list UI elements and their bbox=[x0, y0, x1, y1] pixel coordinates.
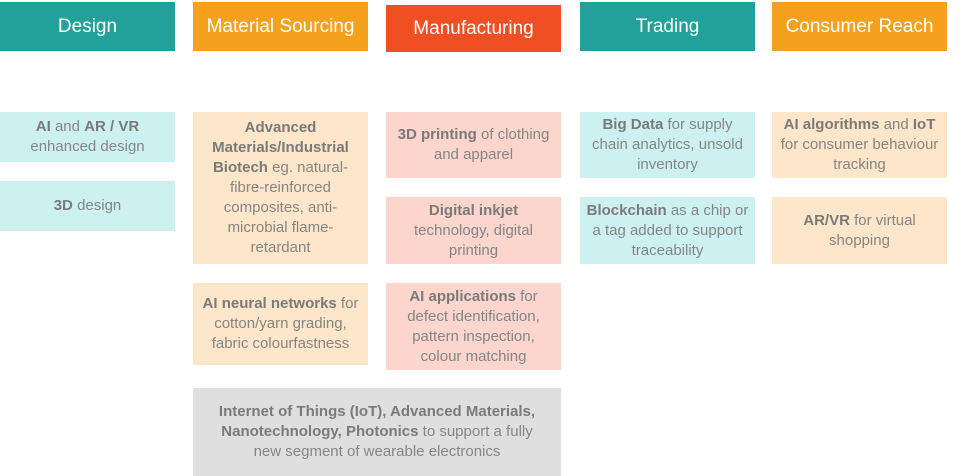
design-card-3d: 3D design bbox=[0, 181, 175, 231]
card-text: AI applications for defect identificatio… bbox=[407, 287, 540, 365]
card-text: AR/VR for virtual shopping bbox=[803, 211, 916, 249]
card-text: AI algorithms and IoT for consumer behav… bbox=[780, 116, 939, 173]
trading-card-big-data: Big Data for supply chain analytics, uns… bbox=[580, 112, 755, 178]
card-text: Advanced Materials/Industrial Biotech eg… bbox=[212, 119, 349, 256]
header-label: Trading bbox=[635, 15, 700, 37]
manufacturing-card-digital-inkjet: Digital inkjet technology, digital print… bbox=[386, 197, 561, 264]
header-consumer-reach: Consumer Reach bbox=[772, 2, 947, 51]
trading-card-blockchain: Blockchain as a chip or a tag added to s… bbox=[580, 197, 755, 264]
design-card-ai-ar-vr: AI and AR / VR enhanced design bbox=[0, 112, 175, 162]
card-text: 3D design bbox=[53, 197, 122, 214]
sourcing-card-ai-neural-networks: AI neural networks for cotton/yarn gradi… bbox=[193, 283, 368, 365]
card-text: AI neural networks for cotton/yarn gradi… bbox=[202, 295, 359, 352]
card-text: Blockchain as a chip or a tag added to s… bbox=[586, 201, 749, 259]
consumer-card-ai-algorithms-iot: AI algorithms and IoT for consumer behav… bbox=[772, 112, 947, 178]
header-label: Manufacturing bbox=[413, 17, 534, 39]
manufacturing-card-ai-applications: AI applications for defect identificatio… bbox=[386, 283, 561, 370]
sourcing-card-advanced-materials: Advanced Materials/Industrial Biotech eg… bbox=[193, 112, 368, 264]
card-text: AI and AR / VR enhanced design bbox=[30, 118, 145, 155]
card-text: Big Data for supply chain analytics, uns… bbox=[592, 116, 743, 173]
card-text: Digital inkjet technology, digital print… bbox=[414, 201, 533, 259]
header-design: Design bbox=[0, 2, 175, 51]
consumer-card-ar-vr: AR/VR for virtual shopping bbox=[772, 197, 947, 264]
header-label: Consumer Reach bbox=[785, 15, 934, 37]
card-text: 3D printing of clothing and apparel bbox=[397, 126, 550, 163]
header-material-sourcing: Material Sourcing bbox=[193, 2, 368, 51]
header-label: Design bbox=[57, 15, 118, 37]
wearable-electronics-banner: Internet of Things (IoT), Advanced Mater… bbox=[193, 388, 561, 476]
header-manufacturing: Manufacturing bbox=[386, 5, 561, 52]
header-label: Material Sourcing bbox=[206, 15, 355, 37]
card-text: Internet of Things (IoT), Advanced Mater… bbox=[218, 403, 536, 460]
manufacturing-card-3d-printing: 3D printing of clothing and apparel bbox=[386, 112, 561, 178]
header-trading: Trading bbox=[580, 2, 755, 51]
